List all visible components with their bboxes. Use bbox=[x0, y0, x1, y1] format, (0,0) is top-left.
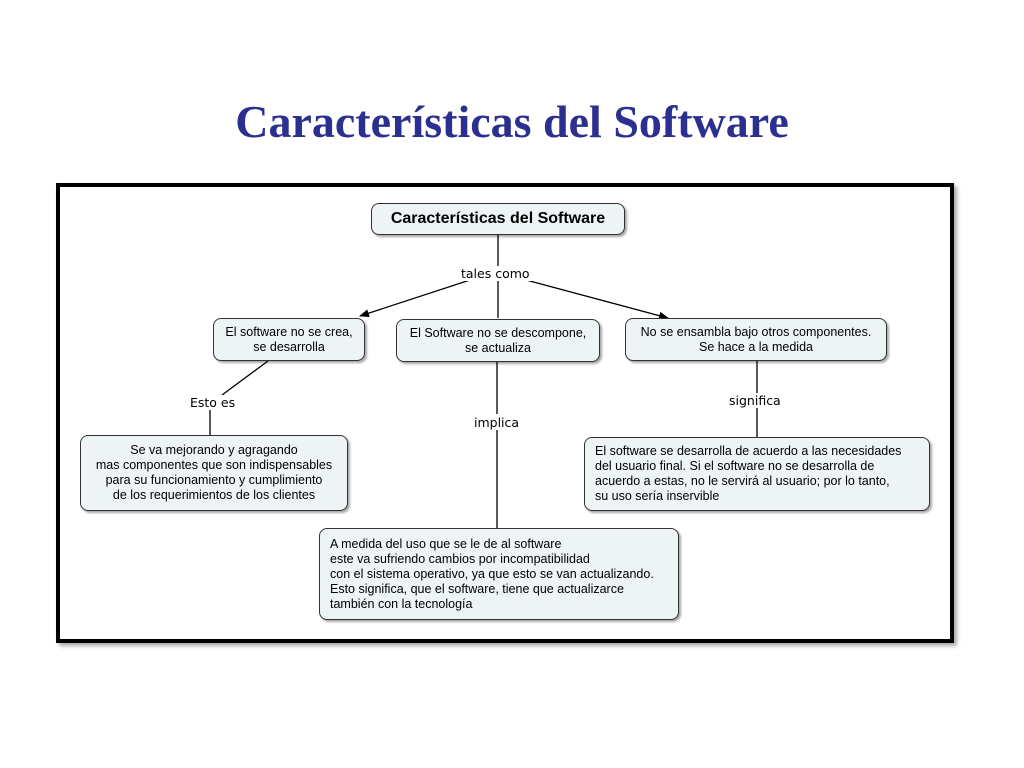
concept-root: Características del Software bbox=[371, 203, 625, 235]
slide-title: Características del Software bbox=[235, 96, 789, 147]
concept-actualizando: A medida del uso que se le de al softwar… bbox=[319, 528, 679, 620]
concept-no-se-ensambla: No se ensambla bajo otros componentes. S… bbox=[625, 318, 887, 361]
concept-mejorando: Se va mejorando y agragando mas componen… bbox=[80, 435, 348, 511]
link-label-significa: significa bbox=[727, 393, 783, 408]
concept-root-label: Características del Software bbox=[390, 210, 606, 227]
concept-necesidades: El software se desarrolla de acuerdo a l… bbox=[584, 437, 930, 511]
concept-no-se-crea: El software no se crea, se desarrolla bbox=[213, 318, 365, 361]
concept-no-se-descompone: El Software no se descompone, se actuali… bbox=[396, 319, 600, 362]
link-label-implica: implica bbox=[472, 415, 522, 430]
connector-to-no-se-crea bbox=[359, 279, 471, 318]
connector-to-no-se-ensambla bbox=[525, 279, 669, 320]
connector-no-se-crea-to-esto-es bbox=[221, 360, 269, 396]
link-label-tales-como: tales como bbox=[459, 266, 532, 281]
link-label-esto-es: Esto es bbox=[188, 395, 238, 410]
